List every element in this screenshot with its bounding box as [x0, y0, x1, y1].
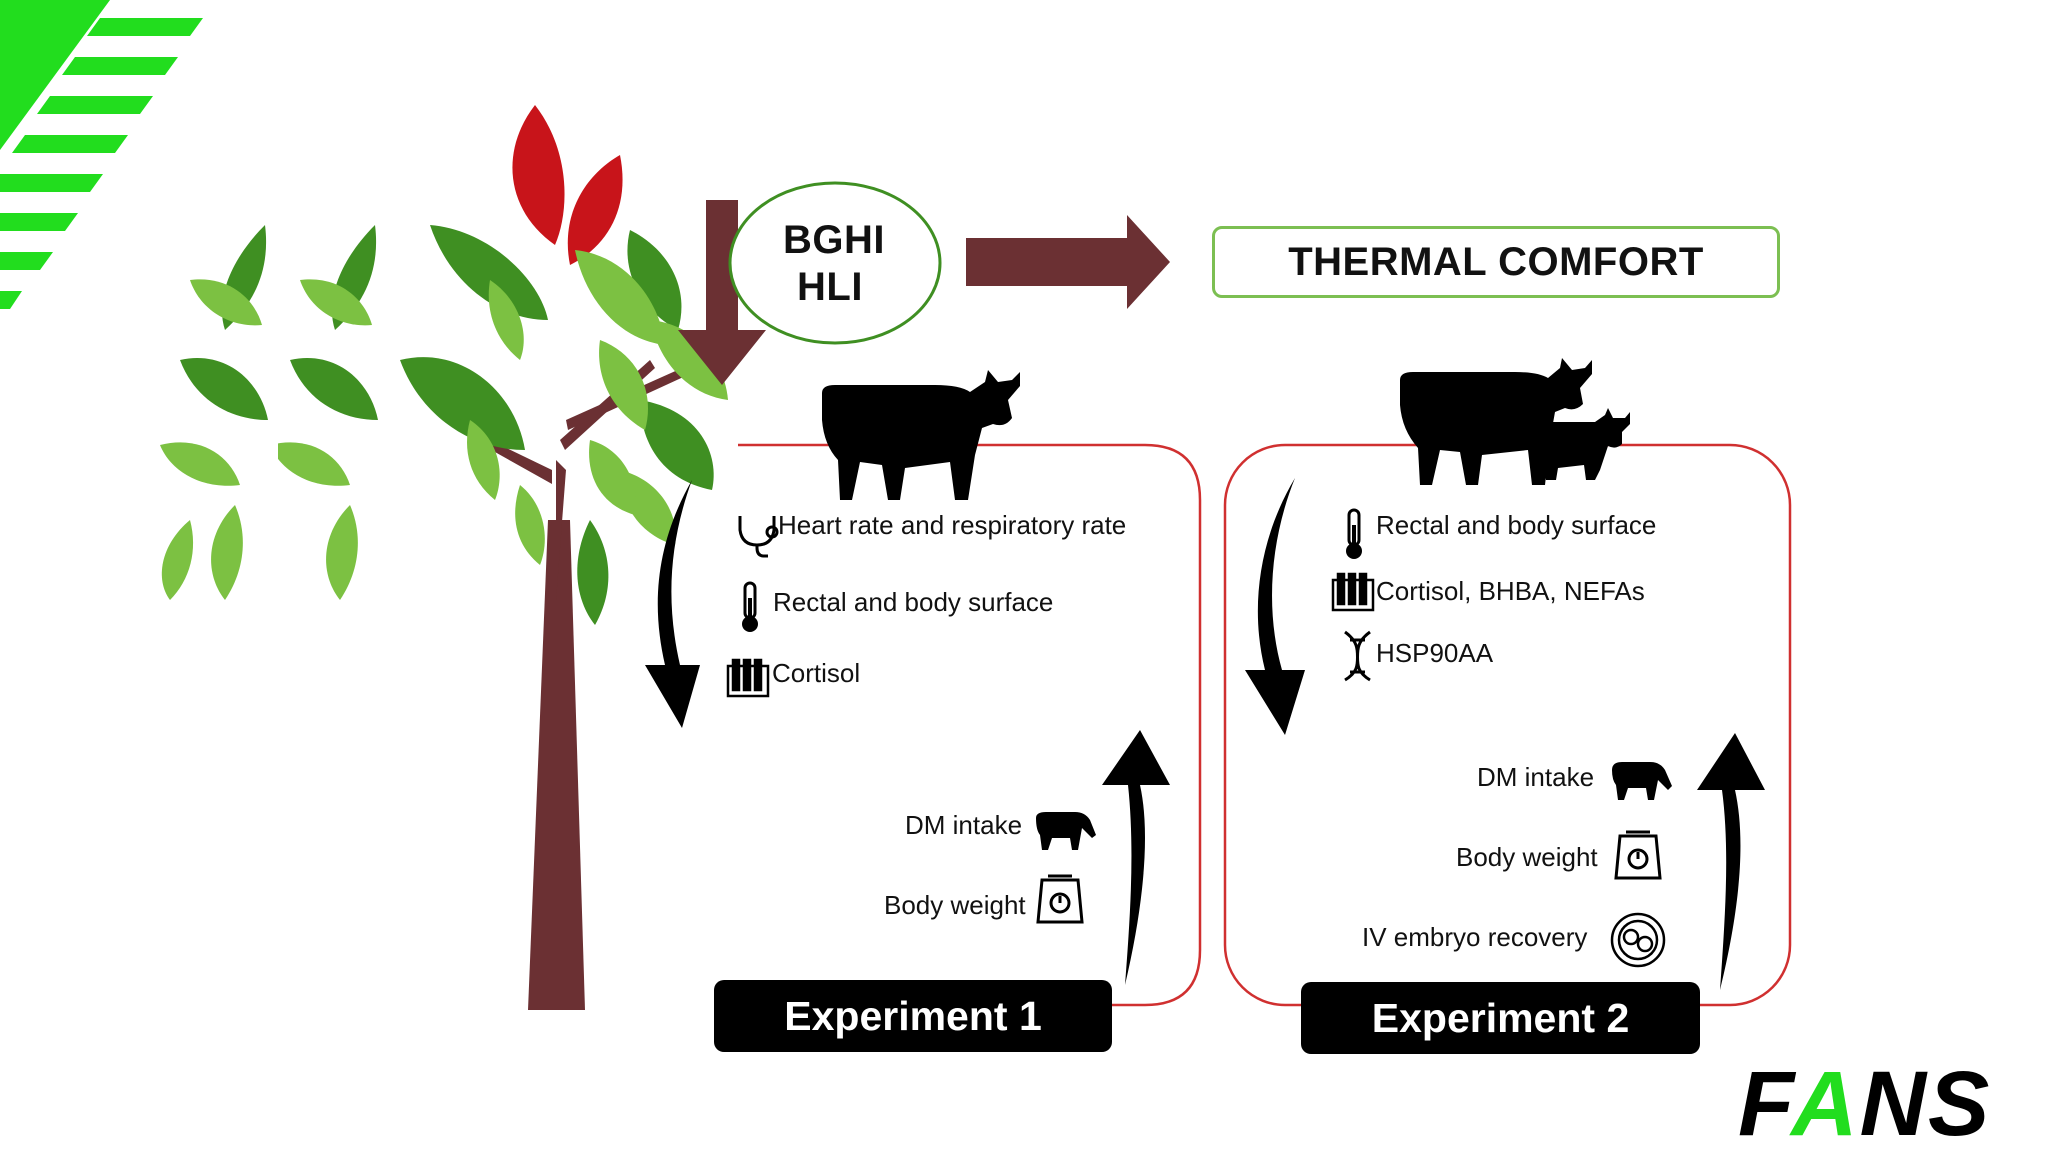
logo-letter: S	[1928, 1053, 1992, 1155]
index-label-hli: HLI	[797, 265, 863, 309]
index-arrows	[678, 200, 1170, 385]
scale-icon	[1614, 830, 1662, 880]
cow-icon	[822, 370, 1020, 500]
experiment1-label: Experiment 1	[714, 980, 1112, 1052]
grazing-cow-icon	[1612, 762, 1672, 800]
experiment2-label: Experiment 2	[1301, 982, 1700, 1054]
exp2-measure-temperature: Rectal and body surface	[1376, 510, 1657, 540]
thermometer-icon	[742, 581, 758, 632]
exp1-measure-heart-rate: Heart rate and respiratory rate	[778, 510, 1127, 540]
flow-arrows	[645, 478, 1765, 990]
fans-logo: FANS	[1738, 1052, 1991, 1157]
exp2-measure-embryo: IV embryo recovery	[1362, 922, 1588, 952]
exp2-measure-body-weight: Body weight	[1456, 842, 1598, 872]
grazing-cow-icon	[1036, 812, 1096, 850]
logo-letter: F	[1738, 1053, 1792, 1155]
cow-and-calf-icon	[1400, 358, 1630, 485]
exp2-measure-blood: Cortisol, BHBA, NEFAs	[1376, 576, 1645, 606]
stethoscope-icon	[738, 516, 779, 558]
scale-icon	[1036, 874, 1084, 924]
test-tubes-icon	[726, 658, 770, 698]
exp1-measure-dm-intake: DM intake	[905, 810, 1023, 840]
exp2-measure-dm-intake: DM intake	[1477, 762, 1595, 792]
index-label-bghi: BGHI	[783, 218, 885, 262]
thermal-comfort-box: THERMAL COMFORT	[1212, 226, 1780, 298]
experiment1-box	[738, 443, 1202, 1007]
flower-petal	[512, 105, 565, 245]
exp1-measure-cortisol: Cortisol	[772, 658, 861, 688]
exp1-measure-temperature: Rectal and body surface	[773, 587, 1054, 617]
down-arrow	[678, 200, 766, 385]
exp1-measure-body-weight: Body weight	[884, 890, 1026, 920]
index-ellipse	[728, 181, 942, 345]
flower-petal	[567, 155, 623, 265]
exp2-measure-gene: HSP90AA	[1376, 638, 1494, 668]
dna-icon	[1344, 630, 1371, 682]
right-arrow	[966, 215, 1170, 309]
logo-letter: A	[1791, 1053, 1860, 1155]
thermometer-icon	[1346, 508, 1362, 559]
embryo-icon	[1610, 912, 1666, 968]
tree-trunk	[528, 520, 585, 1010]
corner-stripes	[0, 0, 203, 309]
tree-illustration	[160, 105, 728, 1010]
logo-letter: N	[1859, 1053, 1929, 1155]
test-tubes-icon	[1331, 572, 1375, 612]
